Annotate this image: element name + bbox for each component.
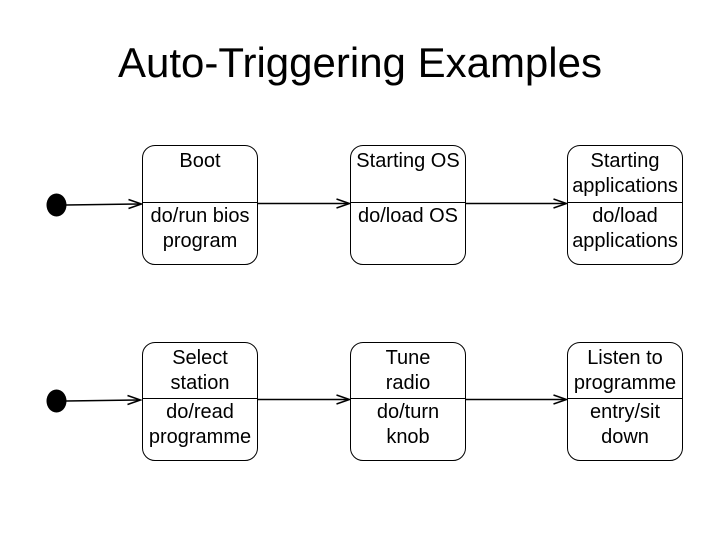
state-name: Listen to programme [568,343,682,398]
state-activity: do/load applications [568,202,682,254]
arrowhead-icon [336,198,352,209]
initial-state-dot [46,193,67,217]
state-name-line: programme [573,372,677,394]
arrowhead-icon [128,198,144,210]
state-name: Tune radio [351,343,465,398]
state-activity-line: do/load OS [357,205,459,227]
state-name-line: Tune [385,347,431,369]
state-activity-line: entry/sit [589,401,661,423]
state-activity-line: do/run bios [150,205,250,227]
transition-line [65,399,140,402]
state-starting-applications: Starting applications do/load applicatio… [567,145,683,265]
state-starting-os: Starting OS do/load OS [350,145,466,265]
arrowhead-icon [127,394,143,406]
state-name: Starting OS [351,146,465,202]
state-activity: do/read programme [143,398,257,450]
state-activity-line: do/read [166,401,234,423]
state-activity-line: applications [572,230,678,252]
state-name-line: Listen to [587,347,663,369]
state-name-line: radio [385,372,431,394]
state-activity-line: program [162,230,238,252]
arrowhead-icon [336,394,352,405]
state-name-line: Boot [179,150,221,172]
state-name-line: Starting [590,150,660,172]
state-activity: do/run bios program [143,202,257,254]
state-activity-line: programme [148,426,252,448]
state-name: Select station [143,343,257,398]
arrowhead-icon [553,198,569,209]
state-activity: do/load OS [351,202,465,229]
state-name-line: Select [172,347,228,369]
slide-title: Auto-Triggering Examples [118,39,602,86]
state-name: Boot [143,146,257,202]
state-activity: do/turn knob [351,398,465,450]
state-select-station: Select station do/read programme [142,342,258,461]
state-activity-line: down [601,426,649,448]
state-name: Starting applications [568,146,682,202]
state-activity-line: do/load [592,205,658,227]
state-listen-to-programme: Listen to programme entry/sit down [567,342,683,461]
state-name-line: station [170,372,230,394]
initial-state-dot [46,389,67,413]
arrowhead-icon [553,394,569,405]
state-name-line: Starting OS [356,150,460,172]
transition-line [65,203,141,206]
state-activity-line: knob [386,426,430,448]
state-name-line: applications [572,175,678,197]
state-boot: Boot do/run bios program [142,145,258,265]
state-tune-radio: Tune radio do/turn knob [350,342,466,461]
state-activity: entry/sit down [568,398,682,450]
state-activity-line: do/turn [376,401,440,423]
